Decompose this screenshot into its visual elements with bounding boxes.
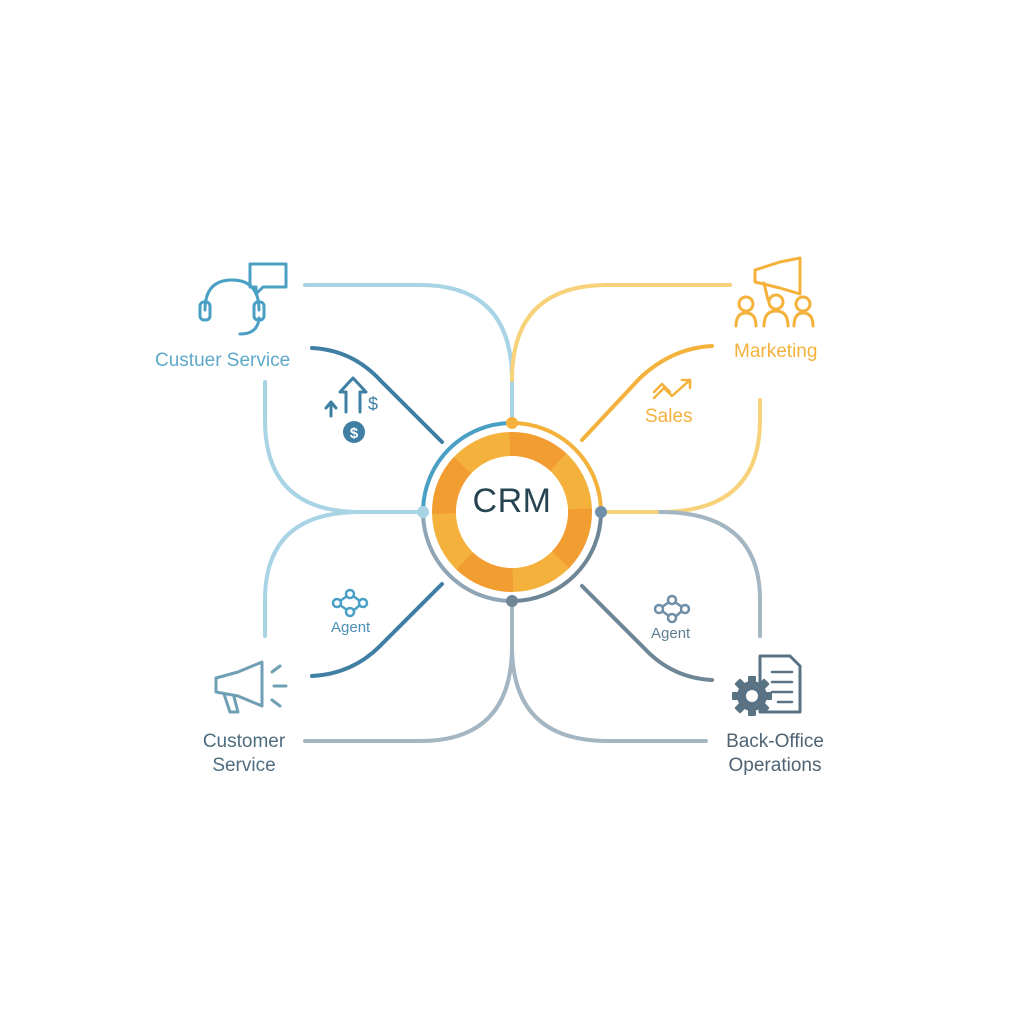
- hub-ring-top-left: [421, 421, 513, 513]
- connector-bottom-right-outer: [510, 644, 708, 743]
- bottom-left-node-label-line1: Customer: [202, 731, 286, 752]
- connector-bottom-right-vertical: [658, 510, 762, 638]
- dollar-coin-glyph: $: [350, 425, 359, 442]
- connector-top-left-inner: [310, 346, 444, 444]
- bottom-left-node-label: Customer Service: [198, 730, 290, 778]
- hub-dot-bottom: [506, 595, 518, 607]
- trend-up-icon: [652, 378, 692, 400]
- connector-bottom-right-inner: [580, 584, 714, 682]
- crm-hub: [417, 417, 607, 607]
- network-nodes-icon-left: [331, 588, 369, 618]
- bottom-left-node-label-line2: Service: [212, 755, 276, 776]
- dollar-sign-glyph: $: [368, 394, 378, 414]
- connector-top-left-vertical: [263, 380, 422, 514]
- hub-ring-bottom-left: [421, 511, 513, 603]
- hub-inner-circle: [456, 456, 568, 568]
- connector-top-right-inner: [580, 344, 714, 442]
- hub-ring-top-right: [511, 421, 603, 513]
- hub-orange-ring-shade: [432, 432, 592, 592]
- bottom-right-node-label-line2: Operations: [728, 755, 822, 776]
- bottom-right-node-label-line1: Back-Office: [726, 731, 824, 752]
- megaphone-icon: [214, 660, 288, 714]
- hub-dot-top: [506, 417, 518, 429]
- agent-label-left: Agent: [331, 619, 371, 636]
- top-left-node-label: Custuer Service: [155, 350, 291, 371]
- megaphone-audience-icon: [734, 256, 815, 328]
- connector-bottom-left-inner: [310, 582, 444, 678]
- gear-document-icon: [732, 654, 802, 716]
- connector-top-right-outer: [510, 283, 732, 382]
- hub-ring-bottom-right: [511, 511, 603, 603]
- connector-bottom-left-vertical: [263, 510, 362, 638]
- agent-label-right: Agent: [651, 625, 691, 642]
- bottom-right-node-label: Back-Office Operations: [718, 730, 832, 778]
- headset-chat-icon: [198, 262, 288, 336]
- hub-dot-left: [417, 506, 429, 518]
- hub-dot-right: [595, 506, 607, 518]
- sales-label: Sales: [645, 406, 693, 427]
- crm-center-label: CRM: [472, 482, 552, 520]
- dollar-coin-icon: [343, 421, 365, 443]
- growth-dollar-icon: [324, 376, 368, 418]
- network-nodes-icon-right: [653, 594, 691, 624]
- top-right-node-label: Marketing: [734, 341, 818, 362]
